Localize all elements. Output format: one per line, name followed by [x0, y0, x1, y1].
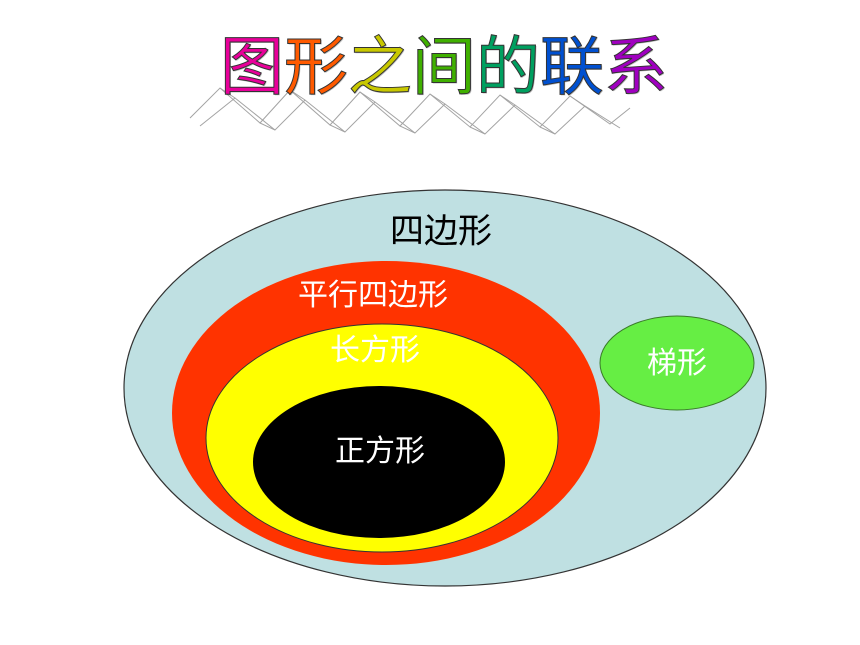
quadrilateral-label: 四边形	[390, 211, 492, 252]
square-ellipse	[253, 386, 505, 538]
parallelogram-label: 平行四边形	[298, 278, 448, 313]
title-shadow-decoration	[189, 87, 631, 135]
title-char: 图	[220, 31, 285, 105]
title-char: 系	[604, 31, 669, 105]
title-char: 的	[476, 31, 541, 105]
title-area: 图形之间的联系	[180, 28, 669, 138]
rectangle-label: 长方形	[330, 333, 420, 368]
title-char: 形	[284, 31, 349, 105]
page-title: 图形之间的联系	[220, 31, 669, 105]
square-label: 正方形	[335, 434, 425, 469]
title-char: 联	[540, 31, 605, 105]
title-char: 间	[412, 31, 477, 105]
trapezoid-ellipse	[599, 315, 755, 411]
title-char: 之	[348, 31, 413, 105]
trapezoid-label: 梯形	[647, 346, 707, 381]
